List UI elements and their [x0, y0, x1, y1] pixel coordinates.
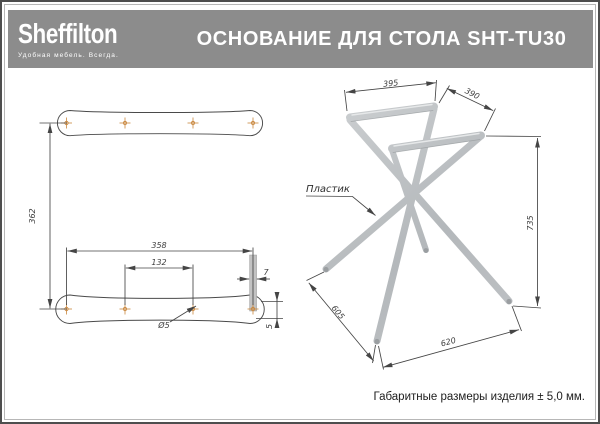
brand-logo: Sheffilton Удобная мебель. Всегда.: [8, 17, 176, 59]
material-leader-line: [305, 195, 376, 216]
table-base-3d: [322, 102, 513, 345]
dim-390-line: [446, 88, 494, 111]
dim-735-value: 735: [526, 215, 535, 230]
dim-358-value: 358: [151, 241, 166, 250]
dim-5-value: 5: [265, 324, 274, 329]
dim-7-value: 7: [263, 268, 269, 277]
foot-caps: [323, 248, 512, 345]
base-dimensions: 395 390 735 605 620 Пластик: [305, 78, 542, 370]
brand-name: Sheffilton: [18, 17, 118, 49]
dim-620-line: [382, 329, 520, 368]
material-label: Пластик: [306, 184, 350, 195]
dim-620-value: 620: [440, 336, 457, 349]
plate-dimensions: 362 358 132 7 Ø5 5: [28, 122, 283, 330]
header-bar: Sheffilton Удобная мебель. Всегда. ОСНОВ…: [8, 10, 593, 68]
dim-d5-leader: [169, 305, 197, 323]
dim-362-value: 362: [28, 208, 37, 223]
leg-back-left: [322, 132, 485, 273]
dim-390-value: 390: [463, 86, 481, 101]
dim-605-line: [308, 282, 375, 362]
dim-132-value: 132: [151, 258, 166, 267]
page-title: ОСНОВАНИЕ ДЛЯ СТОЛА SHT-TU30: [196, 27, 567, 50]
plate-views: [55, 110, 265, 324]
leg-front-right: [346, 116, 513, 305]
top-bar-front: [388, 131, 485, 153]
top-bar-back: [346, 102, 438, 122]
dim-395-value: 395: [383, 78, 399, 89]
dim-d5-value: Ø5: [157, 320, 169, 330]
brand-tagline: Удобная мебель. Всегда.: [18, 51, 119, 59]
dim-395-line: [345, 81, 436, 94]
plate-front-view-outline: [55, 294, 265, 324]
plate-top-view-outline: [56, 110, 264, 137]
dim-605-value: 605: [330, 304, 347, 321]
plate-hole-markers: [60, 117, 259, 315]
tolerance-note: Габаритные размеры изделия ± 5,0 мм.: [373, 391, 585, 403]
